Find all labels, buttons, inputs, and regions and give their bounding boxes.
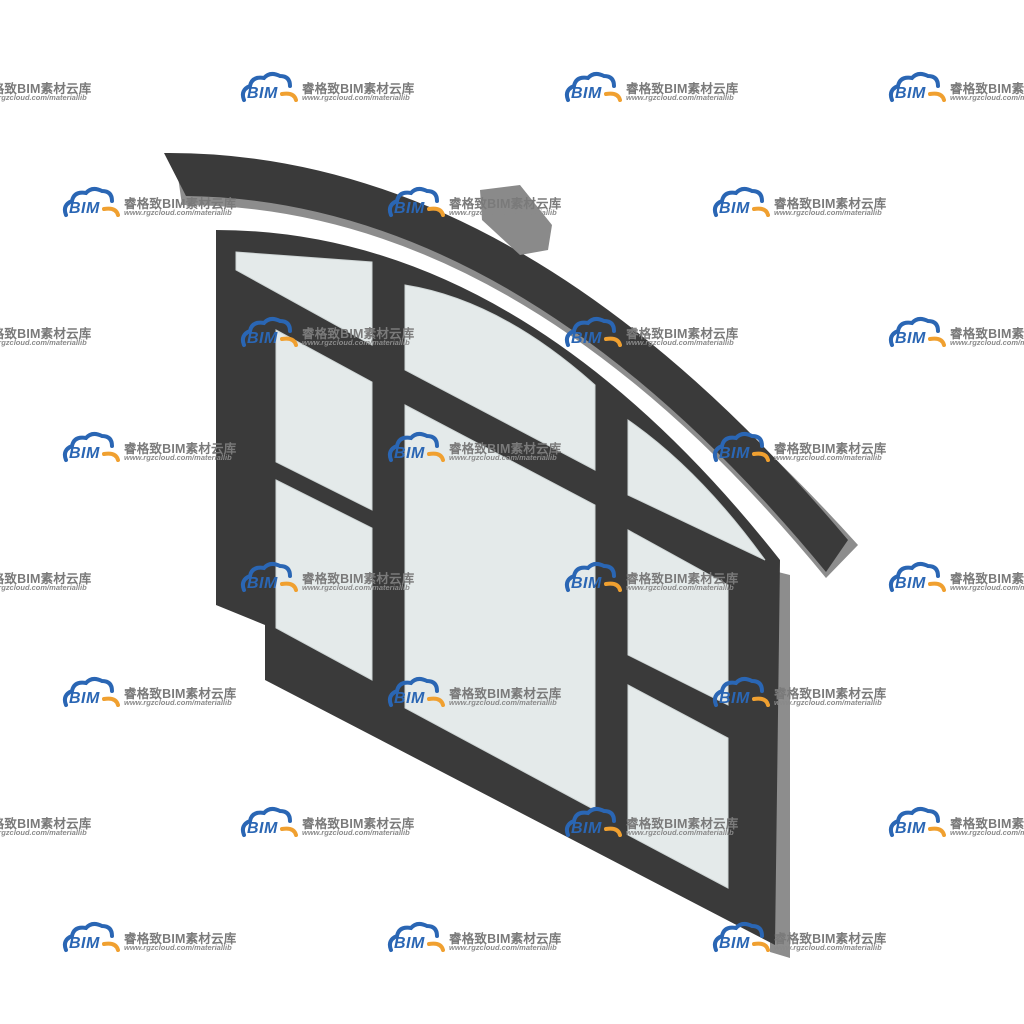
glass-panes — [235, 251, 766, 889]
glass-pane — [627, 419, 766, 561]
glass-pane — [404, 284, 596, 471]
glass-pane — [627, 684, 729, 889]
canopy-top — [164, 152, 848, 572]
canopy-side — [176, 163, 858, 578]
canopy-bracket — [480, 185, 552, 255]
glass-pane — [235, 251, 373, 346]
glass-pane — [275, 329, 373, 511]
